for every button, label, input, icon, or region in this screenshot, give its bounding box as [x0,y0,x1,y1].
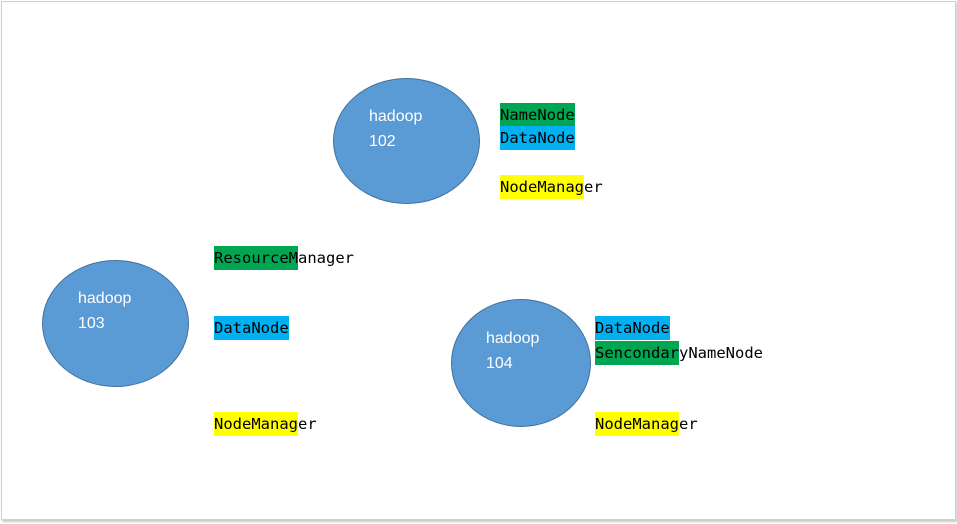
node-name: hadoop [369,108,423,125]
service-rest: er [584,178,603,196]
service-highlight: DataNode [214,316,289,340]
service-nodemanager: NodeManager [214,412,317,436]
service-datanode: DataNode [214,316,289,340]
service-highlight: NodeManag [214,412,298,436]
service-highlight: NodeManag [595,412,679,436]
node-label: hadoop 102 [369,104,422,154]
node-id: 103 [78,315,105,332]
service-datanode: DataNode [500,126,575,150]
service-highlight: NodeManag [500,175,584,199]
node-name: hadoop [486,330,540,347]
service-rest: er [298,415,317,433]
service-nodemanager: NodeManager [595,412,698,436]
service-highlight: DataNode [500,126,575,150]
node-hadoop-104: hadoop 104 [451,299,591,427]
service-rest: er [679,415,698,433]
service-namenode: NameNode [500,103,575,127]
service-nodemanager: NodeManager [500,175,603,199]
service-resourcemanager: ResourceManager [214,246,354,270]
service-datanode: DataNode [595,316,670,340]
node-hadoop-103: hadoop 103 [42,260,189,387]
service-rest: anager [298,249,354,267]
service-highlight: NameNode [500,103,575,127]
service-highlight: Sencondar [595,341,679,365]
node-id: 104 [486,355,513,372]
node-label: hadoop 103 [78,286,131,336]
node-hadoop-102: hadoop 102 [333,78,480,204]
service-highlight: ResourceM [214,246,298,270]
service-highlight: DataNode [595,316,670,340]
node-id: 102 [369,133,396,150]
service-secondarynamenode: SencondaryNameNode [595,341,763,365]
node-label: hadoop 104 [486,326,539,376]
service-rest: yNameNode [679,344,763,362]
node-name: hadoop [78,290,132,307]
